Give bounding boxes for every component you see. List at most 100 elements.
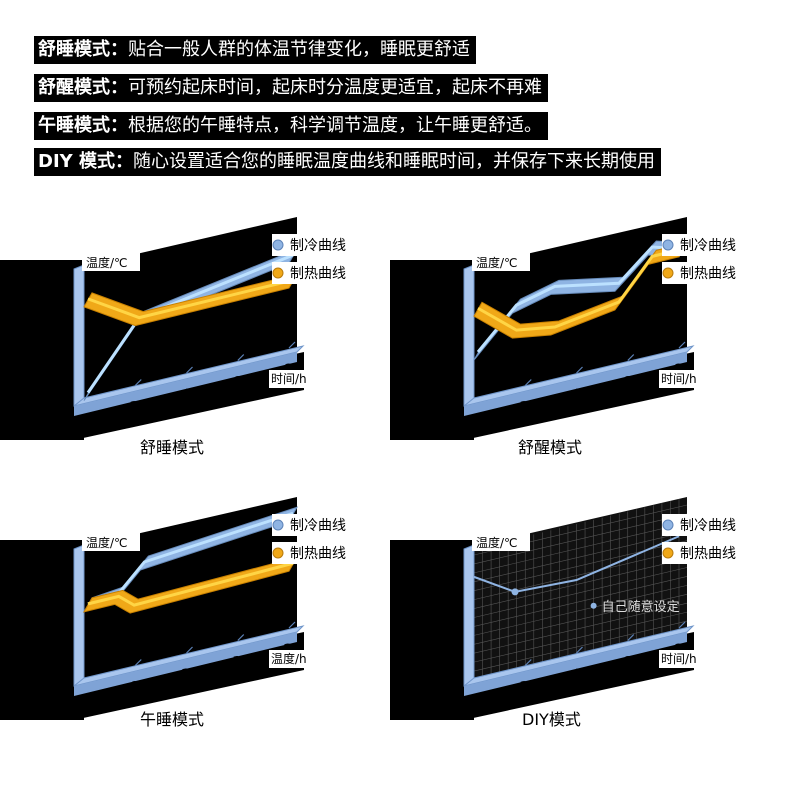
x-tick-label: 1 bbox=[181, 666, 192, 686]
y-tick-label: 27 bbox=[36, 546, 58, 566]
heat-ribbon-face bbox=[83, 273, 299, 327]
x-tick-label: 0 bbox=[466, 695, 477, 715]
x-tick-mark bbox=[576, 366, 583, 374]
x-tick-label: 6 bbox=[622, 654, 633, 674]
grid-line-h bbox=[473, 531, 688, 583]
x-axis-side bbox=[464, 352, 687, 416]
chart-caption-wake: 舒醒模式 bbox=[518, 438, 583, 457]
grid-line-h bbox=[473, 549, 688, 600]
grid-line-h bbox=[473, 558, 688, 609]
grid-line-h bbox=[473, 522, 688, 574]
legend-swatch-cool bbox=[272, 519, 284, 531]
x-tick-mark bbox=[237, 354, 245, 361]
cool-ribbon-highlight bbox=[476, 245, 684, 353]
x-tick-mark bbox=[134, 659, 142, 666]
grid-line-h bbox=[473, 567, 688, 618]
tick-backdrop bbox=[0, 540, 84, 720]
x-tick-mark bbox=[576, 646, 583, 654]
chart-caption-nap: 午睡模式 bbox=[140, 710, 205, 729]
xlabel-bg bbox=[269, 650, 319, 668]
x-axis-side bbox=[464, 632, 687, 696]
x-tick-label: 2 bbox=[519, 399, 530, 419]
x-tick-mark bbox=[288, 621, 296, 629]
desc-line-diy: DIY 模式：随心设置适合您的睡眠温度曲线和睡眠时间，并保存下来长期使用 bbox=[34, 148, 661, 176]
x-axis-label: 时间/h bbox=[661, 652, 697, 666]
desc-text: 根据您的午睡特点，科学调节温度，让午睡更舒适。 bbox=[128, 115, 542, 136]
desc-line-nap: 午睡模式：根据您的午睡特点，科学调节温度，让午睡更舒适。 bbox=[34, 112, 548, 140]
y-tick-label: 23 bbox=[24, 391, 46, 411]
x-tick-label: 0 bbox=[76, 415, 87, 435]
desc-line-sleep: 舒睡模式：贴合一般人群的体温节律变化，睡眠更舒适 bbox=[34, 36, 476, 64]
x-tick-label: 2 bbox=[129, 399, 140, 419]
x-tick-mark bbox=[288, 341, 296, 349]
y-axis bbox=[73, 544, 85, 687]
x-tick-label: 4 bbox=[571, 666, 582, 686]
x-tick-label: 0 bbox=[466, 415, 477, 435]
x-axis-label: 时间/h bbox=[661, 372, 697, 386]
y-tick-label: 24 bbox=[417, 360, 439, 380]
xlabel-bg bbox=[659, 650, 709, 668]
y-tick-label: 26 bbox=[423, 577, 445, 597]
x-tick-mark bbox=[237, 634, 245, 641]
legend-bg bbox=[662, 234, 762, 256]
tick-backdrop bbox=[0, 260, 84, 440]
legend-label: 制热曲线 bbox=[290, 266, 346, 282]
legend-bg bbox=[272, 262, 372, 284]
grid-line-h bbox=[473, 513, 688, 565]
x-tick-mark bbox=[186, 366, 193, 374]
y-tick-label: 24 bbox=[27, 640, 49, 660]
x-axis-side bbox=[74, 632, 297, 696]
x-tick-mark bbox=[627, 354, 635, 361]
desc-mode: 午睡模式： bbox=[38, 115, 128, 136]
y-axis bbox=[463, 264, 475, 407]
y-axis-label: 温度/℃ bbox=[86, 535, 128, 550]
legend-bg bbox=[272, 514, 372, 536]
y-tick-label: 26 bbox=[33, 577, 55, 597]
y-tick-label: 25 bbox=[420, 329, 442, 349]
heat-ribbon-highlight bbox=[87, 561, 294, 607]
desc-text: 随心设置适合您的睡眠温度曲线和睡眠时间，并保存下来长期使用 bbox=[132, 151, 655, 172]
x-tick-label: 2 bbox=[519, 679, 530, 699]
x-tick-label: 0.5 bbox=[129, 679, 156, 699]
x-tick-mark bbox=[524, 379, 532, 386]
y-tick-label: 26 bbox=[33, 297, 55, 317]
heat-ribbon-highlight bbox=[87, 278, 294, 320]
legend-swatch-heat bbox=[272, 547, 284, 559]
y-tick-label: 27 bbox=[426, 546, 448, 566]
desc-line-wake: 舒醒模式：可预约起床时间，起床时分温度更适宜，起床不再难 bbox=[34, 74, 548, 102]
legend-label: 制热曲线 bbox=[290, 546, 346, 562]
legend-label: 制冷曲线 bbox=[290, 518, 346, 534]
chart-caption-sleep: 舒睡模式 bbox=[140, 438, 205, 457]
y-tick-label: 25 bbox=[30, 609, 52, 629]
x-tick-mark bbox=[678, 341, 686, 349]
ylabel-bg bbox=[472, 253, 530, 271]
y-axis-label: 温度/℃ bbox=[86, 255, 128, 270]
legend-label: 制冷曲线 bbox=[680, 238, 736, 254]
ylabel-bg bbox=[82, 253, 140, 271]
y-tick-label: 23 bbox=[414, 671, 436, 691]
x-tick-mark bbox=[627, 634, 635, 641]
legend-swatch-heat bbox=[662, 267, 674, 279]
desc-text: 贴合一般人群的体温节律变化，睡眠更舒适 bbox=[128, 39, 470, 60]
annotation-dot bbox=[590, 602, 597, 609]
legend-swatch-cool bbox=[272, 239, 284, 251]
legend-swatch-cool bbox=[662, 519, 674, 531]
x-tick-label: 0 bbox=[76, 695, 87, 715]
x-tick-label: 6 bbox=[232, 374, 243, 394]
x-tick-label: 6 bbox=[622, 374, 633, 394]
ylabel-bg bbox=[82, 533, 140, 551]
xlabel-bg bbox=[659, 370, 709, 388]
x-axis-label: 时间/h bbox=[271, 372, 307, 386]
legend-swatch-heat bbox=[272, 267, 284, 279]
desc-mode: DIY 模式： bbox=[38, 151, 133, 172]
legend-bg bbox=[272, 542, 372, 564]
diy-curve-point bbox=[511, 588, 519, 596]
grid-line-h bbox=[473, 611, 688, 663]
heat-ribbon-highlight bbox=[477, 247, 684, 332]
x-tick-label: 1.5 bbox=[232, 654, 259, 674]
